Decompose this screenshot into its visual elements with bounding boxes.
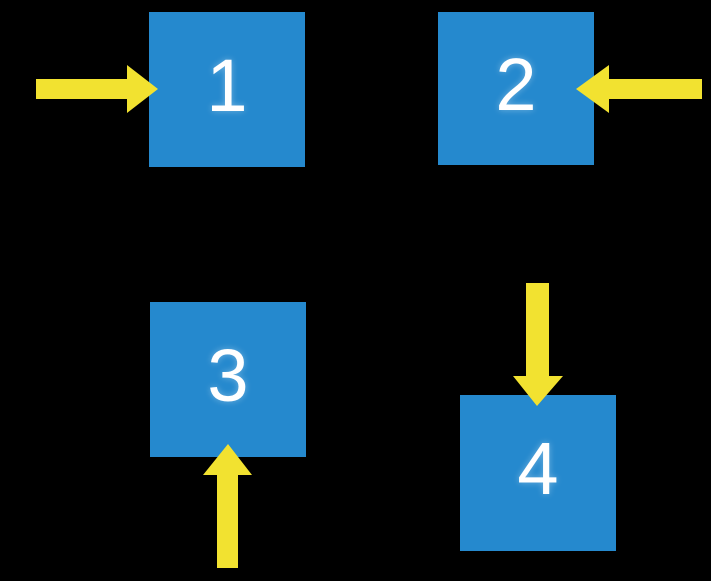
box-4-label: 4 — [517, 427, 559, 510]
arrow-left-shape — [576, 65, 702, 113]
arrow-down-shape — [513, 283, 563, 406]
arrow-up-shape — [203, 444, 252, 568]
box-2: 2 — [438, 12, 594, 165]
arrow-up-icon — [203, 444, 252, 568]
box-3-label: 3 — [207, 333, 249, 417]
arrow-left-icon — [576, 65, 702, 113]
arrow-right-icon — [36, 65, 158, 113]
box-4: 4 — [460, 395, 616, 551]
box-2-label: 2 — [495, 42, 537, 126]
box-1: 1 — [149, 12, 305, 167]
box-1-label: 1 — [206, 43, 248, 127]
arrow-down-icon — [513, 283, 563, 406]
box-3: 3 — [150, 302, 306, 457]
arrow-right-shape — [36, 65, 158, 113]
